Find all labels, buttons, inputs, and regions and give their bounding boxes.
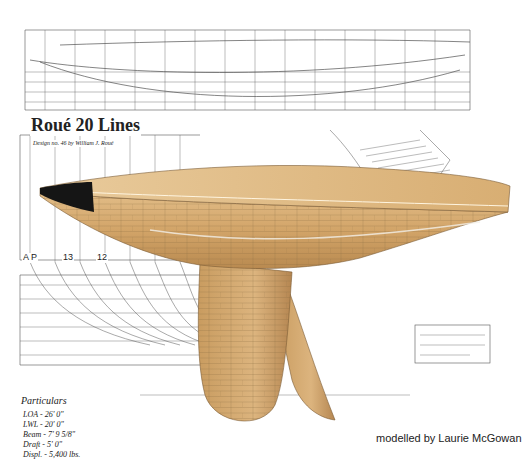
station-number: 12 [96, 253, 108, 263]
particulars-line: LOA - 26' 0" [22, 411, 65, 420]
hull-model [40, 165, 510, 421]
drawing-title: Roué 20 Lines [30, 116, 141, 136]
station-number: 13 [62, 253, 74, 263]
particulars-line: LWL - 20' 0" [22, 421, 65, 430]
particulars-line: Draft - 5' 0" [22, 441, 63, 450]
design-note: Design no. 46 by William J. Roué [32, 140, 114, 147]
particulars-line: Beam - 7' 9 5/8" [22, 431, 76, 440]
credit-caption: modelled by Laurie McGowan [375, 432, 523, 444]
station-label: A P [22, 253, 38, 263]
particulars-heading: Particulars [20, 395, 68, 406]
particulars-line: Displ. - 5,400 lbs. [22, 451, 81, 460]
